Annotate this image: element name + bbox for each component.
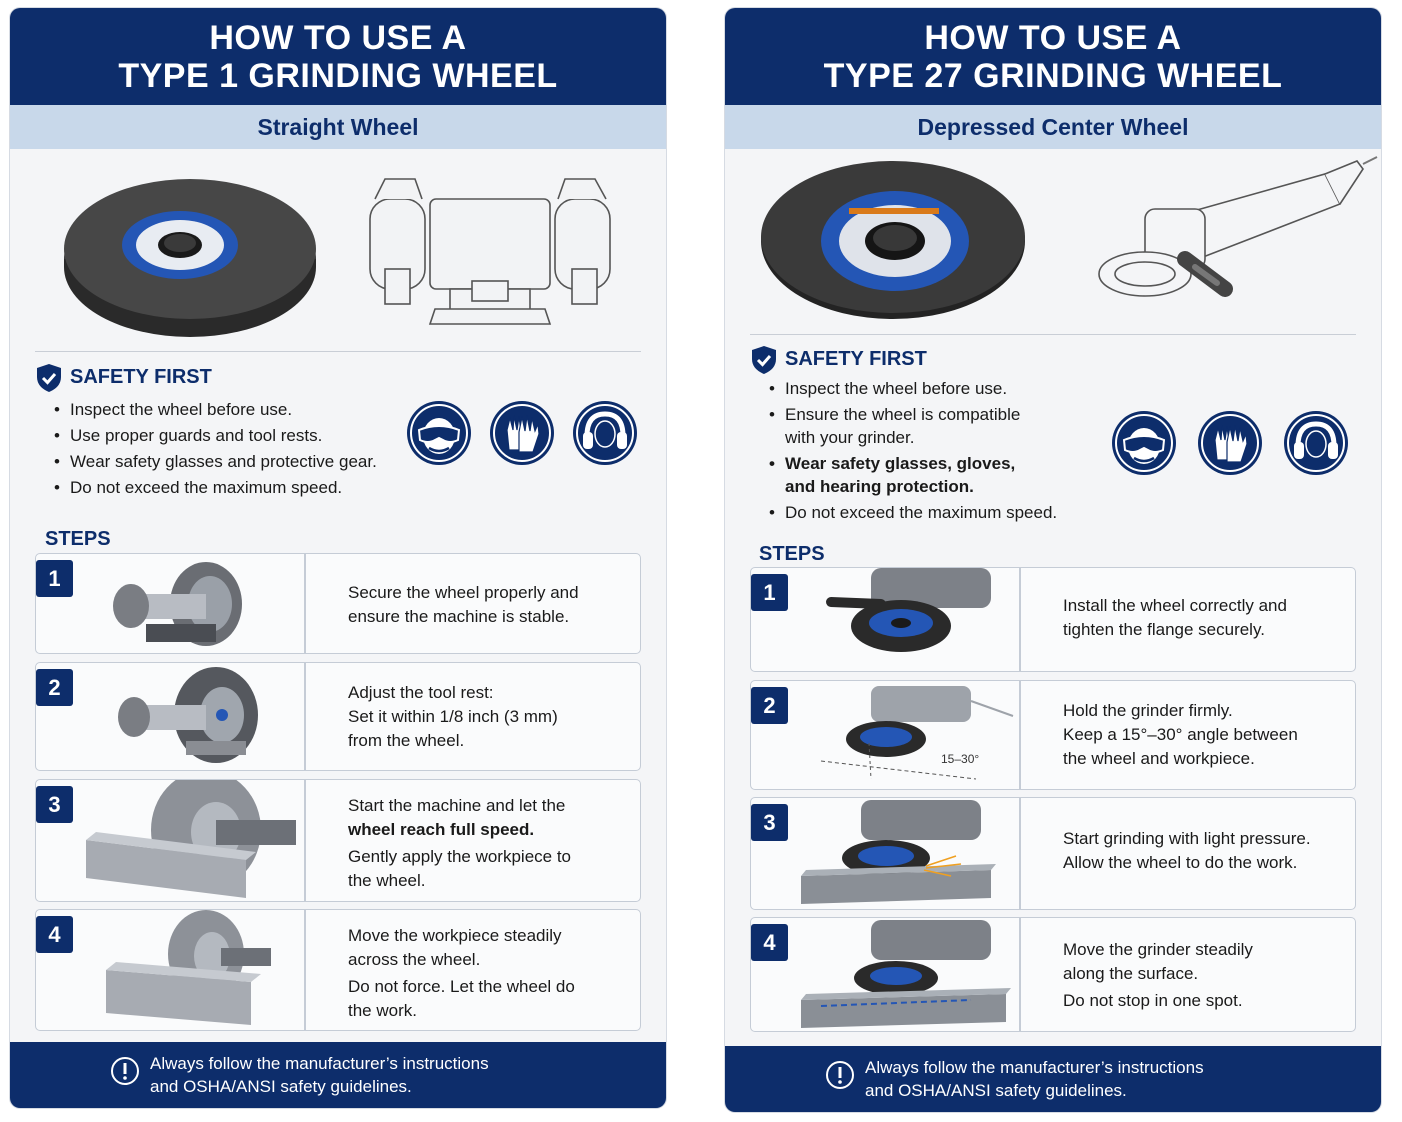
title-line1: HOW TO USE A (209, 19, 467, 57)
step-illustration (76, 663, 304, 770)
shield-check-icon (750, 345, 778, 375)
safety-item: Inspect the wheel before use. (54, 398, 404, 421)
step-number: 4 (36, 916, 73, 953)
ppe-icons (1111, 410, 1351, 480)
safety-list: Inspect the wheel before use. Use proper… (54, 398, 404, 502)
safety-glasses-icon (1111, 410, 1177, 476)
warning-icon (825, 1060, 855, 1090)
shield-check-icon (35, 363, 63, 393)
step-illustration (76, 910, 304, 1030)
step-1: 1 Install the wheel correctly and tighte… (750, 567, 1356, 672)
footer-notice: Always follow the manufacturer’s instruc… (725, 1046, 1381, 1112)
step-text: Move the workpiece steadily across the w… (348, 926, 575, 1020)
gloves-icon (489, 400, 555, 466)
safety-item: Inspect the wheel before use. (769, 377, 1109, 400)
safety-glasses-icon (406, 400, 472, 466)
panel-title: HOW TO USE A TYPE 1 GRINDING WHEEL (10, 8, 666, 105)
step-illustration (76, 554, 304, 653)
step-4: 4 Move the grinder steadily along the su… (750, 917, 1356, 1032)
step-number: 3 (751, 804, 788, 841)
footer-notice: Always follow the manufacturer’s instruc… (10, 1042, 666, 1108)
step-3: 3 Start grinding with light pressure. Al… (750, 797, 1356, 910)
step-number: 1 (751, 574, 788, 611)
hearing-protection-icon (1283, 410, 1349, 476)
step-number: 2 (36, 669, 73, 706)
section-divider (35, 351, 641, 352)
step-text: Adjust the tool rest: Set it within 1/8 … (348, 683, 558, 750)
safety-item: Wear safety glasses, gloves, and hearing… (769, 452, 1045, 498)
step-illustration (76, 780, 304, 901)
section-divider (750, 334, 1356, 335)
steps-title: STEPS (759, 543, 825, 565)
gloves-icon (1197, 410, 1263, 476)
step-text: Install the wheel correctly and tighten … (1063, 596, 1287, 639)
title-line2: TYPE 27 GRINDING WHEEL (823, 57, 1283, 95)
step-text: Move the grinder steadily along the surf… (1063, 940, 1253, 1010)
footer-text: Always follow the manufacturer’s instruc… (150, 1054, 489, 1096)
step-number: 1 (36, 560, 73, 597)
step-illustration (791, 918, 1019, 1031)
type1-panel: HOW TO USE A TYPE 1 GRINDING WHEEL Strai… (10, 8, 666, 1108)
type1-wheel-and-bench-grinder-image (64, 178, 611, 337)
step-2: 2 Adjust the tool rest: Set it within 1/… (35, 662, 641, 771)
safety-item: Use proper guards and tool rests. (54, 424, 404, 447)
footer-text: Always follow the manufacturer’s instruc… (865, 1058, 1204, 1100)
angle-label: 15–30° (941, 752, 979, 766)
step-text: Start the machine and let the wheel reac… (348, 796, 572, 890)
step-number: 3 (36, 786, 73, 823)
step-illustration: 15–30° (791, 681, 1019, 789)
title-line2: TYPE 1 GRINDING WHEEL (118, 57, 558, 95)
safety-title: SAFETY FIRST (70, 366, 212, 388)
safety-item: Ensure the wheel is compatible with your… (769, 403, 1045, 449)
panel-subtitle: Depressed Center Wheel (725, 105, 1381, 149)
panel-subtitle: Straight Wheel (10, 105, 666, 149)
step-number: 2 (751, 687, 788, 724)
step-text: Start grinding with light pressure. Allo… (1063, 829, 1311, 872)
step-3: 3 Start the machine and let the wheel re… (35, 779, 641, 902)
ppe-icons (406, 400, 646, 470)
step-text: Hold the grinder firmly. Keep a 15°–30° … (1063, 701, 1298, 768)
step-illustration (791, 568, 1019, 671)
title-line1: HOW TO USE A (924, 19, 1182, 57)
hero-illustration (725, 149, 1381, 359)
step-1: 1 Secure the wheel properly and ensure t… (35, 553, 641, 654)
hearing-protection-icon (572, 400, 638, 466)
step-4: 4 Move the workpiece steadily across the… (35, 909, 641, 1031)
panel-title: HOW TO USE A TYPE 27 GRINDING WHEEL (725, 8, 1381, 105)
safety-item: Do not exceed the maximum speed. (769, 501, 1109, 524)
safety-title: SAFETY FIRST (785, 348, 927, 370)
warning-icon (110, 1056, 140, 1086)
step-number: 4 (751, 924, 788, 961)
step-illustration (791, 798, 1019, 909)
safety-list: Inspect the wheel before use. Ensure the… (769, 377, 1109, 527)
safety-item: Wear safety glasses and protective gear. (54, 450, 404, 473)
steps-title: STEPS (45, 528, 111, 550)
type27-wheel-and-angle-grinder-image (761, 156, 1378, 319)
hero-illustration (10, 149, 666, 359)
step-text: Secure the wheel properly and ensure the… (348, 583, 579, 626)
step-2: 2 15–30° Hold the grinder firmly. Keep a… (750, 680, 1356, 790)
type27-panel: HOW TO USE A TYPE 27 GRINDING WHEEL Depr… (725, 8, 1381, 1112)
safety-item: Do not exceed the maximum speed. (54, 476, 404, 499)
